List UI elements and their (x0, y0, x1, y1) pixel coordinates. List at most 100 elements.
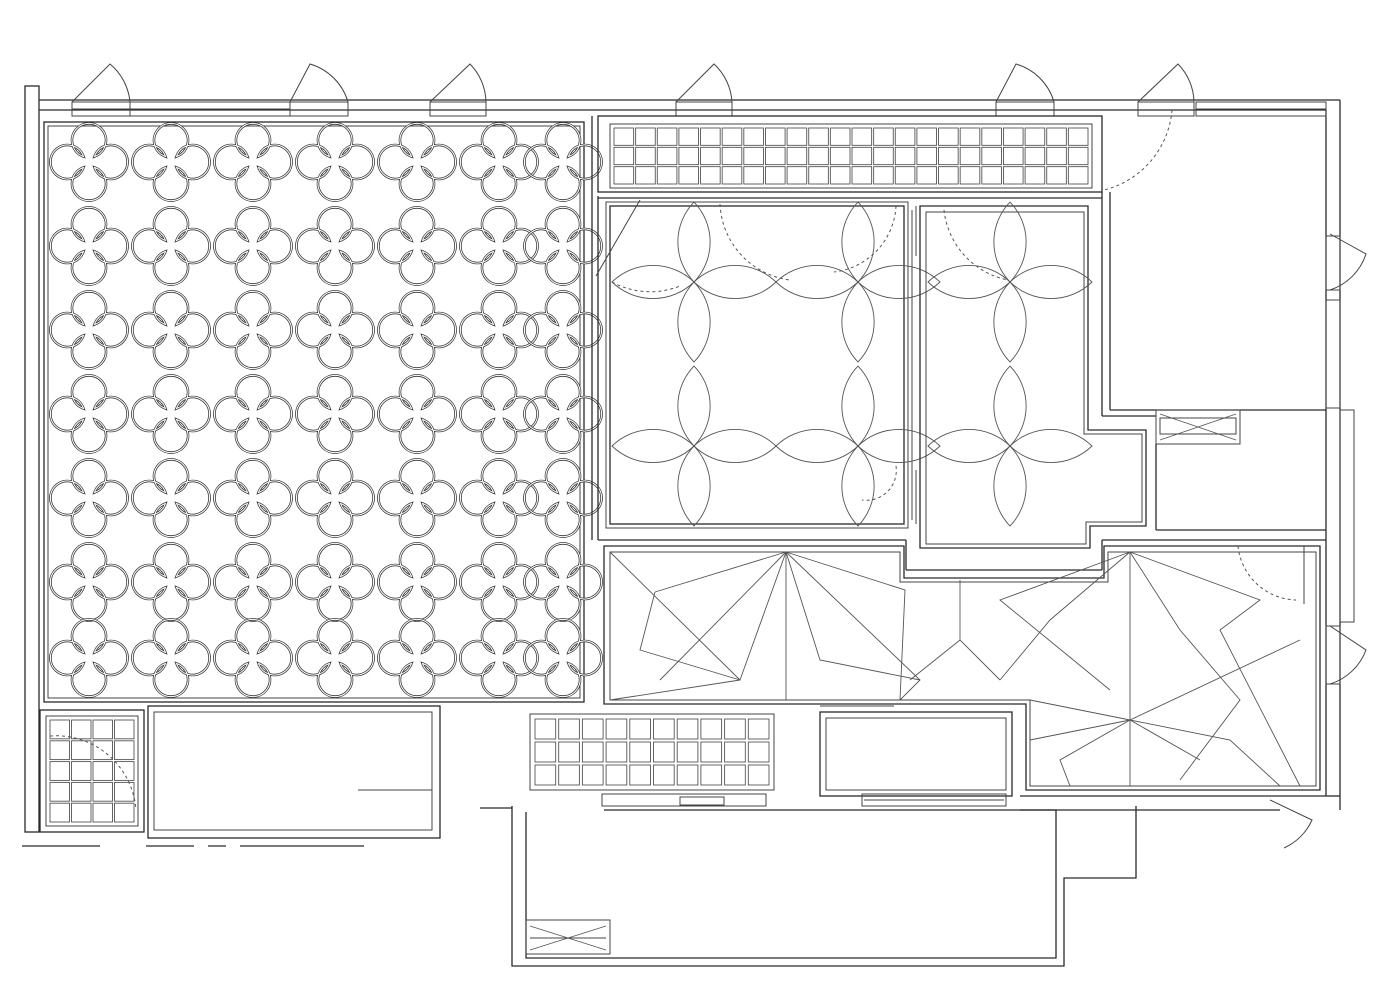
quatrefoil-tile (49, 374, 129, 454)
quatrefoil-tile (295, 206, 375, 286)
tile (938, 166, 959, 185)
tiled-strip-top (597, 115, 1103, 193)
tile (724, 741, 746, 763)
vesica-petal (841, 281, 875, 363)
vesica-petal (677, 365, 711, 447)
quatrefoil-tile (523, 122, 603, 202)
tiled-strip-bottom (529, 713, 775, 791)
tile (916, 127, 937, 146)
quatrefoil-tile (459, 122, 539, 202)
tile (873, 166, 894, 185)
tile (786, 166, 808, 185)
vesica-pattern-left (611, 201, 941, 527)
quatrefoil-tile (213, 290, 293, 370)
tile (959, 146, 981, 166)
quatrefoil-tile (377, 458, 457, 538)
tile (743, 166, 764, 185)
vesica-petal (693, 265, 777, 299)
quatrefoil-tile (213, 374, 293, 454)
tile (678, 146, 699, 166)
tile (605, 741, 628, 763)
quatrefoil-tile (131, 374, 211, 454)
vesica-petal (857, 265, 941, 299)
tile (613, 127, 635, 146)
tile (743, 146, 764, 166)
tile (851, 166, 873, 185)
tile (829, 166, 851, 185)
quatrefoil-tile (523, 374, 603, 454)
tile-grid-bottom (534, 718, 770, 786)
tile (605, 718, 628, 740)
tile (49, 781, 70, 802)
vesica-petal (775, 265, 859, 299)
tile (743, 127, 764, 146)
quatrefoil-tile (131, 458, 211, 538)
quatrefoil-tile (213, 206, 293, 286)
tile (71, 740, 92, 761)
tile (1003, 127, 1024, 146)
quatrefoil-tile (131, 206, 211, 286)
quatrefoil-pattern (49, 122, 603, 698)
tile (938, 127, 959, 146)
tile (808, 127, 829, 146)
tile (635, 146, 656, 166)
quatrefoil-tile (49, 542, 129, 622)
tile (678, 127, 699, 146)
vesica-petal (993, 281, 1027, 363)
tile (747, 741, 770, 763)
quatrefoil-tile (523, 290, 603, 370)
vesica-petal (841, 365, 875, 447)
tile (653, 741, 675, 763)
quatrefoil-tile (523, 618, 603, 698)
tile (653, 764, 675, 786)
tile (894, 166, 916, 185)
tile (534, 764, 557, 786)
quatrefoil-tile (523, 206, 603, 286)
tile (49, 719, 70, 740)
tile (700, 718, 723, 740)
tile (676, 718, 699, 740)
vesica-room-left (595, 199, 941, 529)
tile (894, 146, 916, 166)
tile (894, 127, 916, 146)
tile (959, 166, 981, 185)
tile (1046, 146, 1067, 166)
quatrefoil-tile (213, 542, 293, 622)
tile (534, 718, 557, 740)
vesica-petal (611, 429, 695, 463)
quatrefoil-tile (213, 458, 293, 538)
tile (49, 802, 70, 823)
quatrefoil-tile (49, 206, 129, 286)
tile (765, 166, 786, 185)
vesica-petal (841, 201, 875, 283)
tile-grid-top (613, 127, 1089, 185)
tile (851, 127, 873, 146)
tile (808, 146, 829, 166)
vesica-petal (1009, 429, 1093, 463)
tile (581, 741, 604, 763)
tile (581, 718, 604, 740)
quatrefoil-tile (295, 290, 375, 370)
tile (700, 127, 721, 146)
tile (724, 718, 746, 740)
open-room-bottom-left (22, 705, 441, 847)
tile-grid-small (49, 719, 135, 823)
tile (114, 781, 135, 802)
tile (653, 718, 675, 740)
tile (71, 781, 92, 802)
quatrefoil-tile (49, 122, 129, 202)
quatrefoil-tile (377, 206, 457, 286)
quatrefoil-tile (377, 122, 457, 202)
tile (1024, 146, 1046, 166)
quatrefoil-tile (377, 618, 457, 698)
tile (829, 146, 851, 166)
tile (700, 146, 721, 166)
tile (1003, 166, 1024, 185)
tile (808, 166, 829, 185)
tile (656, 127, 678, 146)
tile (92, 802, 113, 823)
tile (676, 764, 699, 786)
vesica-petal (611, 265, 695, 299)
faceted-room (603, 545, 1321, 791)
